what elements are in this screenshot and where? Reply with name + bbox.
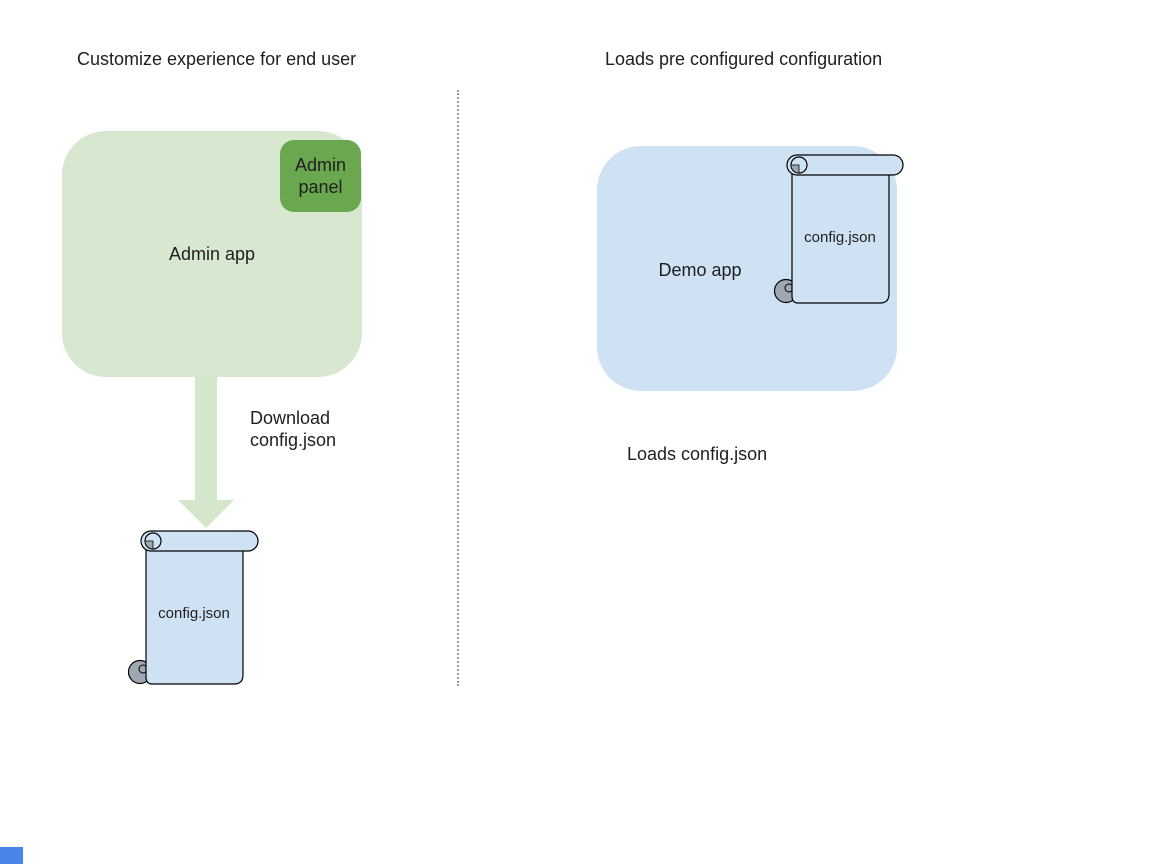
admin-app-label: Admin app	[168, 244, 256, 264]
admin-panel-box: Admin panel	[280, 140, 361, 212]
config-json-scroll-left: config.json	[127, 530, 259, 685]
download-arrow-shape	[178, 376, 234, 528]
scroll-top-roll	[786, 154, 904, 176]
config-json-label-right: config.json	[804, 229, 876, 246]
scroll-body	[145, 539, 244, 685]
demo-app-label: Demo app	[658, 260, 742, 280]
config-json-label-left: config.json	[158, 605, 230, 622]
scroll-body	[791, 162, 890, 304]
download-arrow-icon	[178, 376, 234, 528]
section-divider	[457, 90, 459, 686]
config-json-scroll-right: config.json	[773, 154, 904, 304]
loads-config-caption: Loads config.json	[627, 444, 768, 464]
scroll-top-roll	[140, 530, 259, 552]
admin-panel-label: Admin panel	[294, 155, 347, 197]
left-section-title: Customize experience for end user	[77, 49, 357, 69]
right-section-title: Loads pre configured configuration	[605, 49, 883, 69]
scroll-top-curl-shade	[790, 164, 800, 174]
scroll-top-curl-shade	[144, 540, 154, 550]
download-label: Download config.json	[250, 408, 337, 450]
corner-blue-square	[0, 847, 23, 864]
